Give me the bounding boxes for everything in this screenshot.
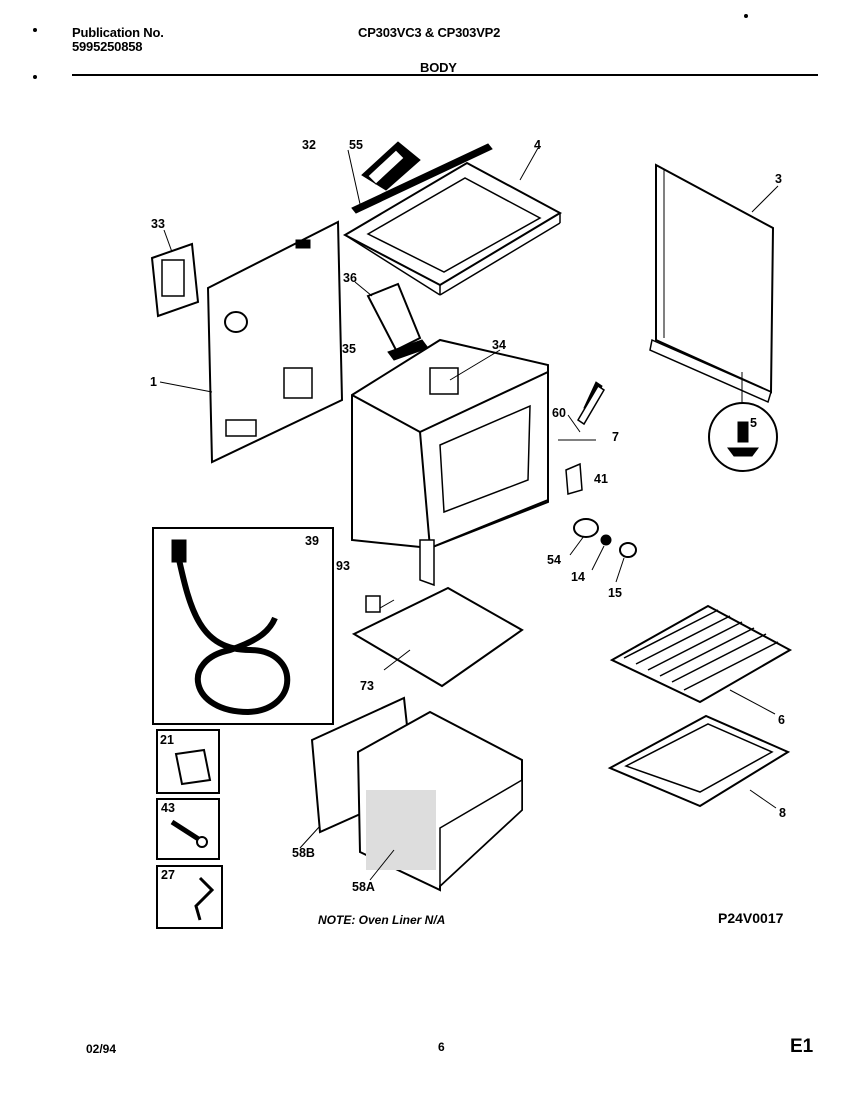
part-4-top-panel bbox=[342, 147, 563, 296]
callout-60: 60 bbox=[552, 406, 566, 420]
part-5-leveling-leg bbox=[708, 402, 778, 472]
callout-36: 36 bbox=[343, 271, 357, 285]
callout-93: 93 bbox=[336, 559, 350, 573]
callout-43: 43 bbox=[161, 801, 175, 815]
callout-41: 41 bbox=[594, 472, 608, 486]
part-43-screw bbox=[156, 798, 220, 860]
callout-27: 27 bbox=[161, 868, 175, 882]
part-39-power-cord bbox=[152, 527, 334, 725]
footer-date: 02/94 bbox=[86, 1042, 117, 1056]
callout-39: 39 bbox=[305, 534, 319, 548]
publication-number: 5995250858 bbox=[72, 39, 143, 54]
part-6-oven-rack bbox=[609, 604, 793, 715]
callout-15: 15 bbox=[608, 586, 622, 600]
callout-54: 54 bbox=[547, 553, 561, 567]
publication-label: Publication No. bbox=[72, 25, 164, 40]
callout-3: 3 bbox=[775, 172, 782, 186]
callout-34: 34 bbox=[492, 338, 506, 352]
callout-7: 7 bbox=[612, 430, 619, 444]
margin-dot bbox=[744, 14, 748, 18]
part-73-bottom-panel bbox=[351, 586, 524, 688]
part-54-14-15-knob bbox=[569, 518, 637, 583]
part-55-insulation bbox=[361, 141, 421, 191]
part-3-side-panel bbox=[649, 163, 779, 412]
oven-body-frame bbox=[351, 338, 549, 587]
footer-edition: E1 bbox=[790, 1036, 814, 1057]
callout-33: 33 bbox=[151, 217, 165, 231]
part-33-terminal-block bbox=[150, 229, 200, 318]
callout-55: 55 bbox=[349, 138, 363, 152]
callout-58B: 58B bbox=[292, 846, 315, 860]
callout-8: 8 bbox=[779, 806, 786, 820]
callout-35: 35 bbox=[342, 342, 356, 356]
part-32-trim-strip bbox=[347, 143, 493, 214]
model-numbers: CP303VC3 & CP303VP2 bbox=[358, 25, 501, 40]
callout-21: 21 bbox=[160, 733, 174, 747]
section-title: BODY bbox=[420, 60, 457, 75]
part-8-broiler-pan bbox=[607, 714, 791, 809]
margin-dot bbox=[33, 28, 37, 32]
callout-4: 4 bbox=[534, 138, 541, 152]
callout-58A: 58A bbox=[352, 880, 375, 894]
part-60-7-41-hinges bbox=[558, 381, 606, 495]
callout-1: 1 bbox=[150, 375, 157, 389]
callout-14: 14 bbox=[571, 570, 585, 584]
callout-5: 5 bbox=[750, 416, 757, 430]
callout-32: 32 bbox=[302, 138, 316, 152]
oven-liner-note: NOTE: Oven Liner N/A bbox=[318, 913, 446, 927]
part-21-cord-clamp bbox=[156, 729, 220, 794]
part-27-bracket bbox=[156, 865, 223, 929]
part-36-vent-duct bbox=[354, 281, 422, 352]
margin-dot bbox=[33, 75, 37, 79]
diagram-code: P24V0017 bbox=[718, 910, 784, 926]
part-1-back-panel bbox=[159, 220, 344, 464]
callout-73: 73 bbox=[360, 679, 374, 693]
footer-page-number: 6 bbox=[438, 1040, 445, 1054]
callout-6: 6 bbox=[778, 713, 785, 727]
part-58-lower-cabinet bbox=[299, 696, 523, 892]
